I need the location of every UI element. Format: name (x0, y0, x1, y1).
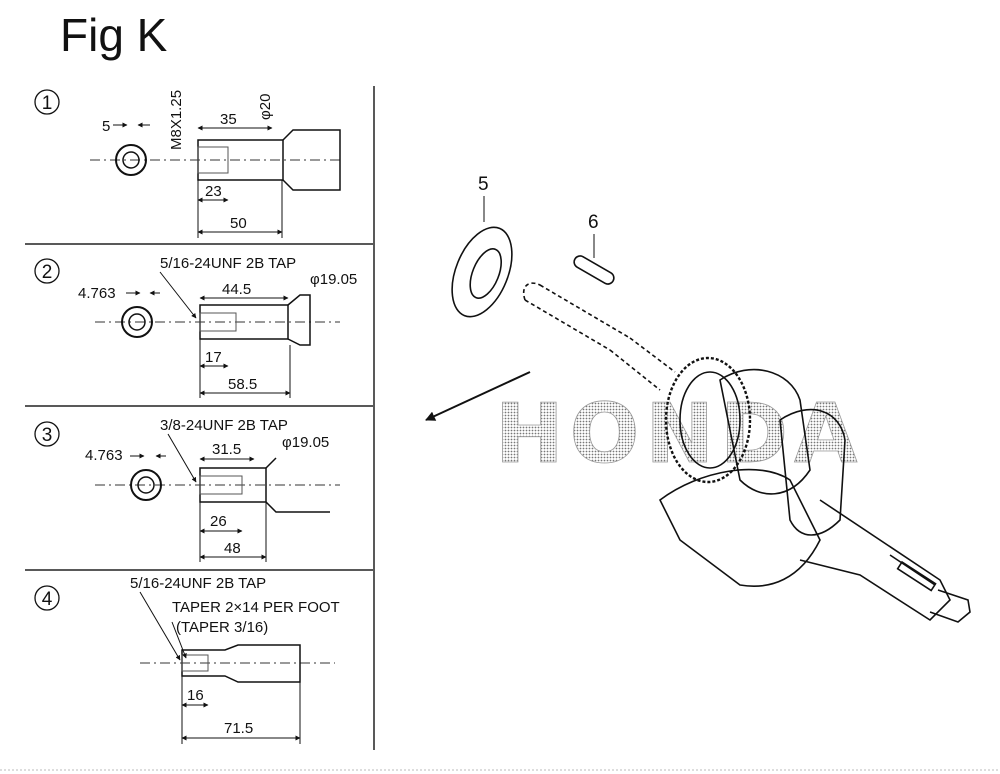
dim-label: TAPER 2×14 PER FOOT (172, 599, 340, 616)
panel-number: 2 (42, 262, 53, 283)
callout-5: 5 (478, 174, 489, 222)
panel-3: 3 3/8-24UNF 2B TAP 4.763 31.5 φ19.05 26 … (34, 417, 340, 562)
panel-number-badge (34, 89, 60, 115)
dim-label: 3/8-24UNF 2B TAP (160, 417, 288, 434)
svg-text:6: 6 (588, 212, 599, 233)
dim-label: 31.5 (212, 441, 241, 458)
dim-label: 16 (187, 687, 204, 704)
dim-label: 35 (220, 111, 237, 128)
dim-label: 23 (205, 183, 222, 200)
dim-label: 5 (102, 118, 110, 135)
panel-2: 2 5/16-24UNF 2B TAP 4.763 44.5 φ19.05 17… (34, 255, 357, 398)
panel-number: 4 (42, 589, 53, 610)
dim-label: (TAPER 3/16) (176, 619, 268, 636)
dim-label: 5/16-24UNF 2B TAP (130, 575, 266, 592)
dim-label: φ19.05 (282, 434, 329, 451)
dim-label: M8X1.25 (168, 90, 185, 150)
panel-number-badge (34, 421, 60, 447)
exploded-view (425, 226, 971, 623)
dim-label: 44.5 (222, 281, 251, 298)
panel-number-badge (34, 258, 60, 284)
dim-label: 71.5 (224, 720, 253, 737)
dim-label: φ19.05 (310, 271, 357, 288)
dim-label: 17 (205, 349, 222, 366)
figure-title: Fig K (60, 9, 168, 61)
dim-label: 50 (230, 215, 247, 232)
key-part (573, 255, 615, 285)
panel-number: 1 (42, 93, 53, 114)
panel-number: 3 (42, 425, 53, 446)
dim-label: 26 (210, 513, 227, 530)
dim-label: 48 (224, 540, 241, 557)
panel-1: 1 5 M8X1.25 35 φ20 23 50 (34, 89, 341, 238)
dim-label: 4.763 (78, 285, 116, 302)
dim-label: φ20 (257, 94, 274, 120)
panel-dividers (25, 86, 375, 750)
dim-label: 4.763 (85, 447, 123, 464)
panel-number-badge (34, 585, 60, 611)
washer-part (451, 226, 513, 318)
panel-4: 4 5/16-24UNF 2B TAP TAPER 2×14 PER FOOT … (34, 575, 340, 744)
dim-label: 5/16-24UNF 2B TAP (160, 255, 296, 272)
svg-text:5: 5 (478, 174, 489, 195)
watermark-text: HONDA (495, 387, 864, 482)
dim-label: 58.5 (228, 376, 257, 393)
callout-6: 6 (588, 212, 599, 258)
